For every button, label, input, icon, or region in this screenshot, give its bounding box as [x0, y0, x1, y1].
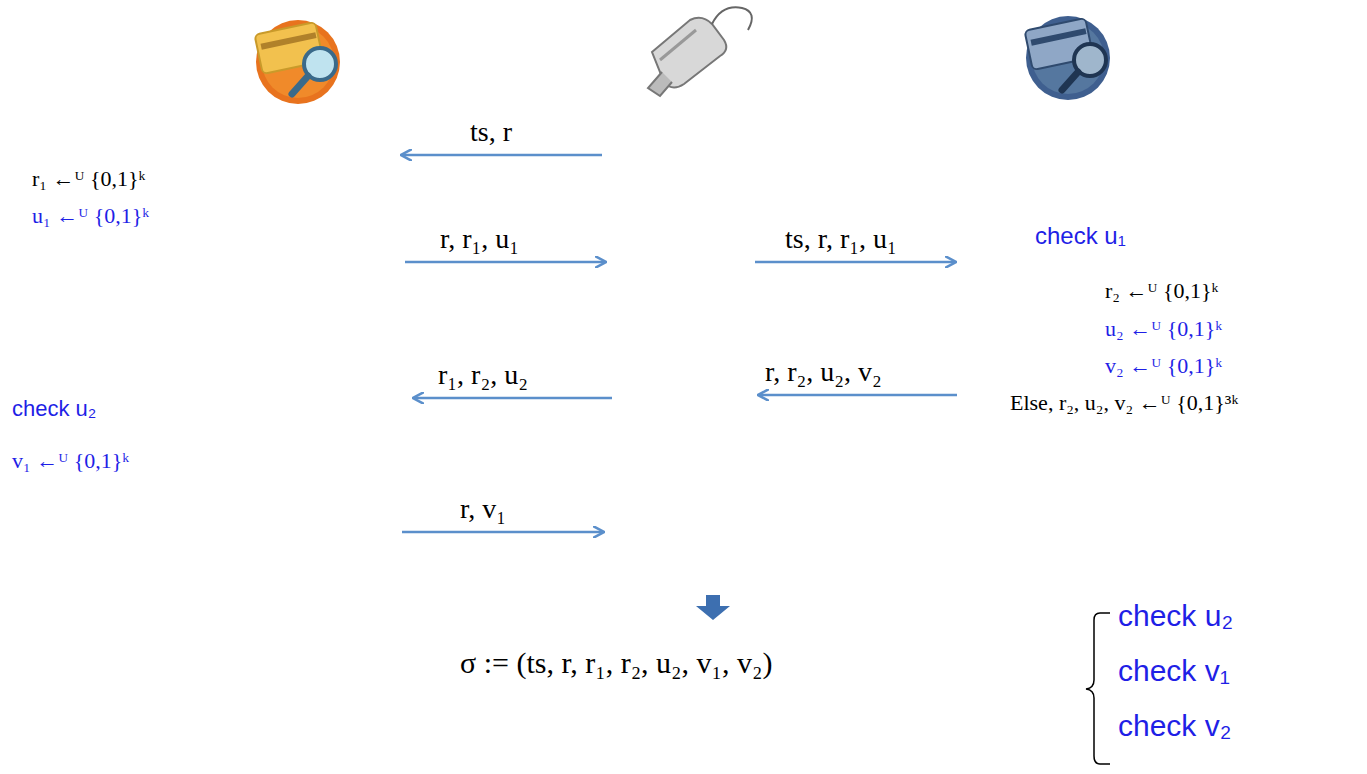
random-choice: u₁ ←ᵁ {0,1}ᵏ	[32, 203, 149, 229]
signature: σ := (ts, r, r₁, r₂, u₂, v₁, v₂)	[460, 645, 772, 681]
message-arrows	[402, 155, 957, 532]
bracket	[1086, 613, 1110, 764]
message-label: ts, r	[470, 115, 512, 149]
message-label: r, v₁	[460, 492, 506, 526]
card-icon	[255, 20, 340, 104]
down-arrow	[696, 595, 730, 620]
check-note: check v₁	[1118, 653, 1230, 689]
check-note: check u₂	[12, 396, 96, 422]
random-choice: Else, r₂, u₂, v₂ ←ᵁ {0,1}³ᵏ	[1010, 390, 1238, 416]
check-note: check v₂	[1118, 708, 1231, 744]
random-choice: r₁ ←ᵁ {0,1}ᵏ	[32, 166, 146, 192]
card-icon	[1025, 16, 1110, 100]
message-label: r, r₁, u₁	[440, 222, 519, 256]
message-label: r₁, r₂, u₂	[438, 358, 528, 392]
random-choice: v₂ ←ᵁ {0,1}ᵏ	[1105, 353, 1222, 379]
check-note: check u₂	[1118, 598, 1233, 634]
message-label: ts, r, r₁, u₁	[785, 222, 897, 256]
reader-icon	[648, 7, 752, 96]
message-label: r, r₂, u₂, v₂	[765, 355, 882, 389]
check-note: check u₁	[1035, 222, 1126, 251]
random-choice: v₁ ←ᵁ {0,1}ᵏ	[12, 448, 129, 474]
random-choice: u₂ ←ᵁ {0,1}ᵏ	[1105, 316, 1222, 342]
random-choice: r₂ ←ᵁ {0,1}ᵏ	[1105, 278, 1219, 304]
